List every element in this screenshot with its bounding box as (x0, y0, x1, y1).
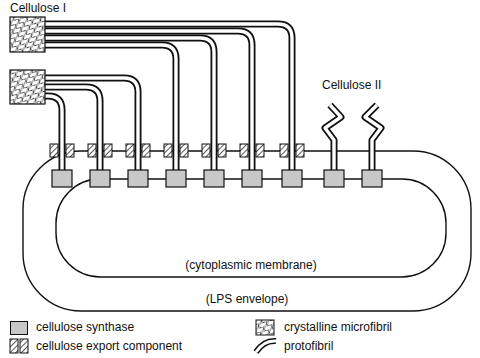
text-holder: (cytoplasmic membrane) (55, 258, 447, 272)
cellulose-type-label: Cellulose I (10, 1, 66, 15)
membrane-label: (LPS envelope) (206, 292, 289, 306)
legend-text: cellulose synthase (36, 320, 134, 334)
legend-text: protofibril (284, 339, 333, 353)
export-components (50, 144, 304, 157)
legend-swatch (10, 321, 28, 335)
text-holder: (LPS envelope) (22, 292, 472, 306)
legend-text: cellulose export component (36, 339, 182, 353)
microfibril-sample (256, 320, 274, 335)
cytoplasmic-membrane: (cytoplasmic membrane) (55, 178, 447, 278)
legend-text: crystalline microfibril (284, 320, 392, 334)
membrane-label: (cytoplasmic membrane) (185, 258, 316, 272)
crystalline-microfibrils (10, 17, 45, 104)
protofibrils (44, 24, 381, 178)
export-sample (10, 339, 28, 353)
cellulose-type-label: Cellulose II (322, 78, 381, 92)
cellulose-synthases (52, 170, 382, 187)
protofibril-sample (256, 341, 276, 352)
